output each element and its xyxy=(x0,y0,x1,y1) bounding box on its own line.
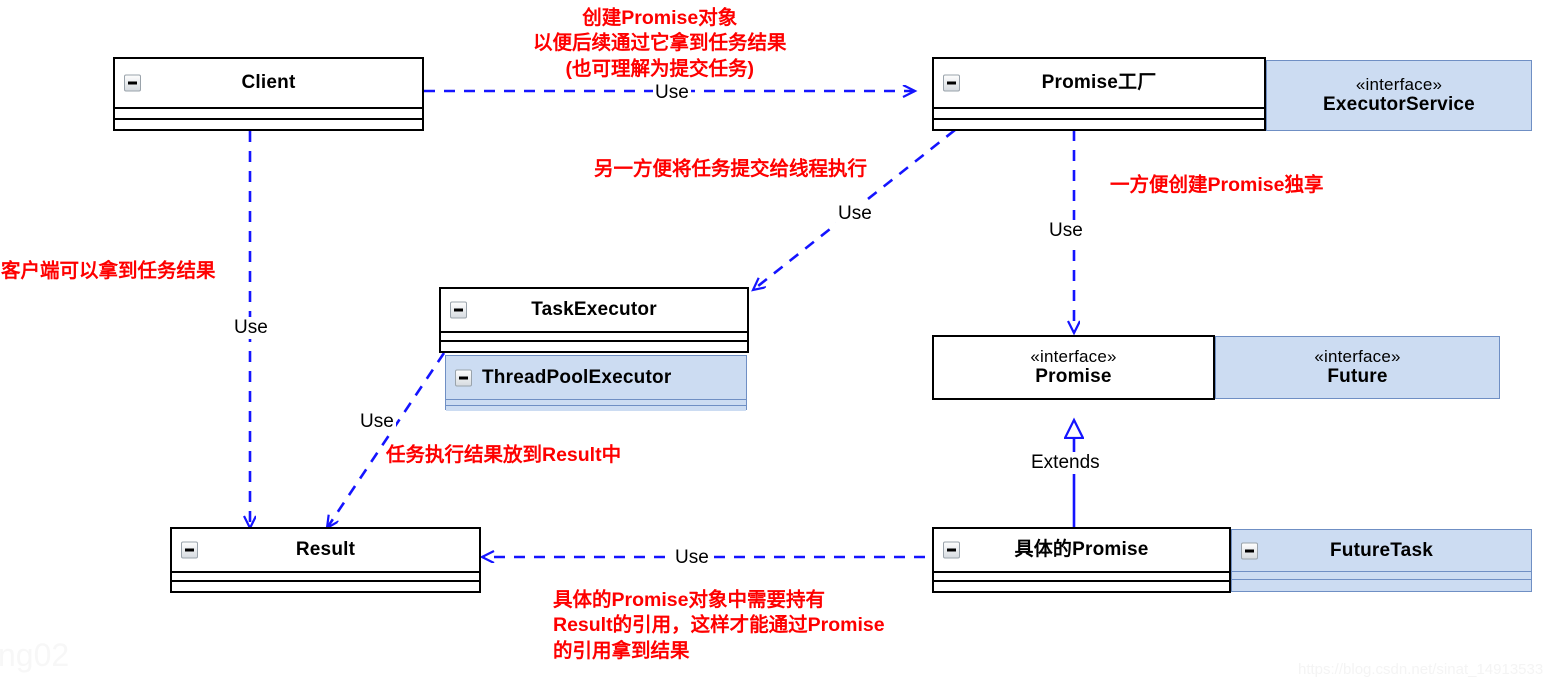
class-name-label: ExecutorService xyxy=(1323,94,1475,116)
watermark-url: https://blog.csdn.net/sinat_14913533 xyxy=(1298,661,1544,678)
attributes-compartment xyxy=(172,571,479,580)
edge-label-client-to-result: Use xyxy=(232,317,270,339)
note-result-stored: 任务执行结果放到Result中 xyxy=(386,444,622,466)
operations-compartment xyxy=(446,405,746,411)
class-title-concrete-promise: 具体的Promise xyxy=(934,529,1229,571)
operations-compartment xyxy=(1232,579,1531,587)
edge-label-task-executor-to-result: Use xyxy=(358,411,396,433)
class-name-label: TaskExecutor xyxy=(531,299,657,321)
edge-label-factory-to-task-executor: Use xyxy=(836,203,874,225)
collapse-icon[interactable] xyxy=(1241,542,1258,559)
collapse-icon[interactable] xyxy=(450,301,467,319)
class-title-client: Client xyxy=(115,59,422,107)
edge-label-extends: Extends xyxy=(1029,452,1102,474)
attributes-compartment xyxy=(934,571,1229,580)
collapse-icon[interactable] xyxy=(124,74,141,92)
collapse-icon[interactable] xyxy=(943,541,960,559)
operations-compartment xyxy=(172,580,479,589)
class-box-executor-service[interactable]: «interface» ExecutorService xyxy=(1266,60,1532,131)
collapse-icon[interactable] xyxy=(455,369,472,386)
class-name-label: Promise xyxy=(1035,366,1112,388)
class-box-promise[interactable]: «interface» Promise xyxy=(932,335,1215,400)
class-name-label: Future xyxy=(1327,366,1388,388)
watermark-fragment: ng02 xyxy=(0,637,70,673)
class-name-label: Client xyxy=(241,72,296,94)
class-name-label: Result xyxy=(295,539,356,561)
note-create-promise: 创建Promise对象 以便后续通过它拿到任务结果 (也可理解为提交任务) xyxy=(533,7,787,80)
class-title-task-executor: TaskExecutor xyxy=(441,289,747,331)
attributes-compartment xyxy=(934,107,1264,118)
class-name-label: FutureTask xyxy=(1329,539,1433,561)
class-name-label: ThreadPoolExecutor xyxy=(482,366,672,388)
class-title-promise: «interface» Promise xyxy=(934,337,1213,398)
attributes-compartment xyxy=(115,107,422,118)
edge-label-concrete-promise-to-result: Use xyxy=(673,547,711,569)
note-create-promise-exclusive: 一方便创建Promise独享 xyxy=(1110,174,1324,196)
class-box-client[interactable]: Client xyxy=(113,57,424,131)
collapse-icon[interactable] xyxy=(943,74,960,92)
class-box-future[interactable]: «interface» Future xyxy=(1215,336,1500,399)
class-box-thread-pool-executor[interactable]: ThreadPoolExecutor xyxy=(445,355,747,411)
attributes-compartment xyxy=(1232,571,1531,579)
operations-compartment xyxy=(934,118,1264,129)
class-title-future: «interface» Future xyxy=(1216,337,1499,398)
stereotype-label: «interface» xyxy=(1314,347,1401,367)
class-title-executor-service: «interface» ExecutorService xyxy=(1267,61,1531,130)
class-box-promise-factory[interactable]: Promise工厂 xyxy=(932,57,1266,131)
edge-task-executor-to-result xyxy=(327,352,446,528)
stereotype-label: «interface» xyxy=(1030,347,1117,367)
operations-compartment xyxy=(115,118,422,129)
class-title-result: Result xyxy=(172,529,479,571)
operations-compartment xyxy=(441,340,747,349)
class-title-promise-factory: Promise工厂 xyxy=(934,59,1264,107)
class-name-label: Promise工厂 xyxy=(1041,72,1157,94)
note-client-gets-result: 客户端可以拿到任务结果 xyxy=(1,260,216,282)
class-box-concrete-promise[interactable]: 具体的Promise xyxy=(932,527,1231,593)
stereotype-label: «interface» xyxy=(1355,75,1443,95)
collapse-icon[interactable] xyxy=(181,541,198,559)
class-box-task-executor[interactable]: TaskExecutor xyxy=(439,287,749,353)
operations-compartment xyxy=(934,580,1229,589)
note-concrete-holds-result: 具体的Promise对象中需要持有 Result的引用，这样才能通过Promis… xyxy=(553,589,885,662)
class-box-future-task[interactable]: FutureTask xyxy=(1231,529,1532,592)
class-title-thread-pool-executor: ThreadPoolExecutor xyxy=(446,356,746,399)
class-name-label: 具体的Promise xyxy=(1014,539,1149,561)
note-submit-task: 另一方便将任务提交给线程执行 xyxy=(594,158,868,180)
class-title-future-task: FutureTask xyxy=(1232,530,1531,571)
attributes-compartment xyxy=(441,331,747,340)
edge-label-client-to-factory: Use xyxy=(653,82,691,104)
attributes-compartment xyxy=(446,399,746,405)
edge-label-factory-to-promise: Use xyxy=(1047,220,1085,242)
class-box-result[interactable]: Result xyxy=(170,527,481,593)
